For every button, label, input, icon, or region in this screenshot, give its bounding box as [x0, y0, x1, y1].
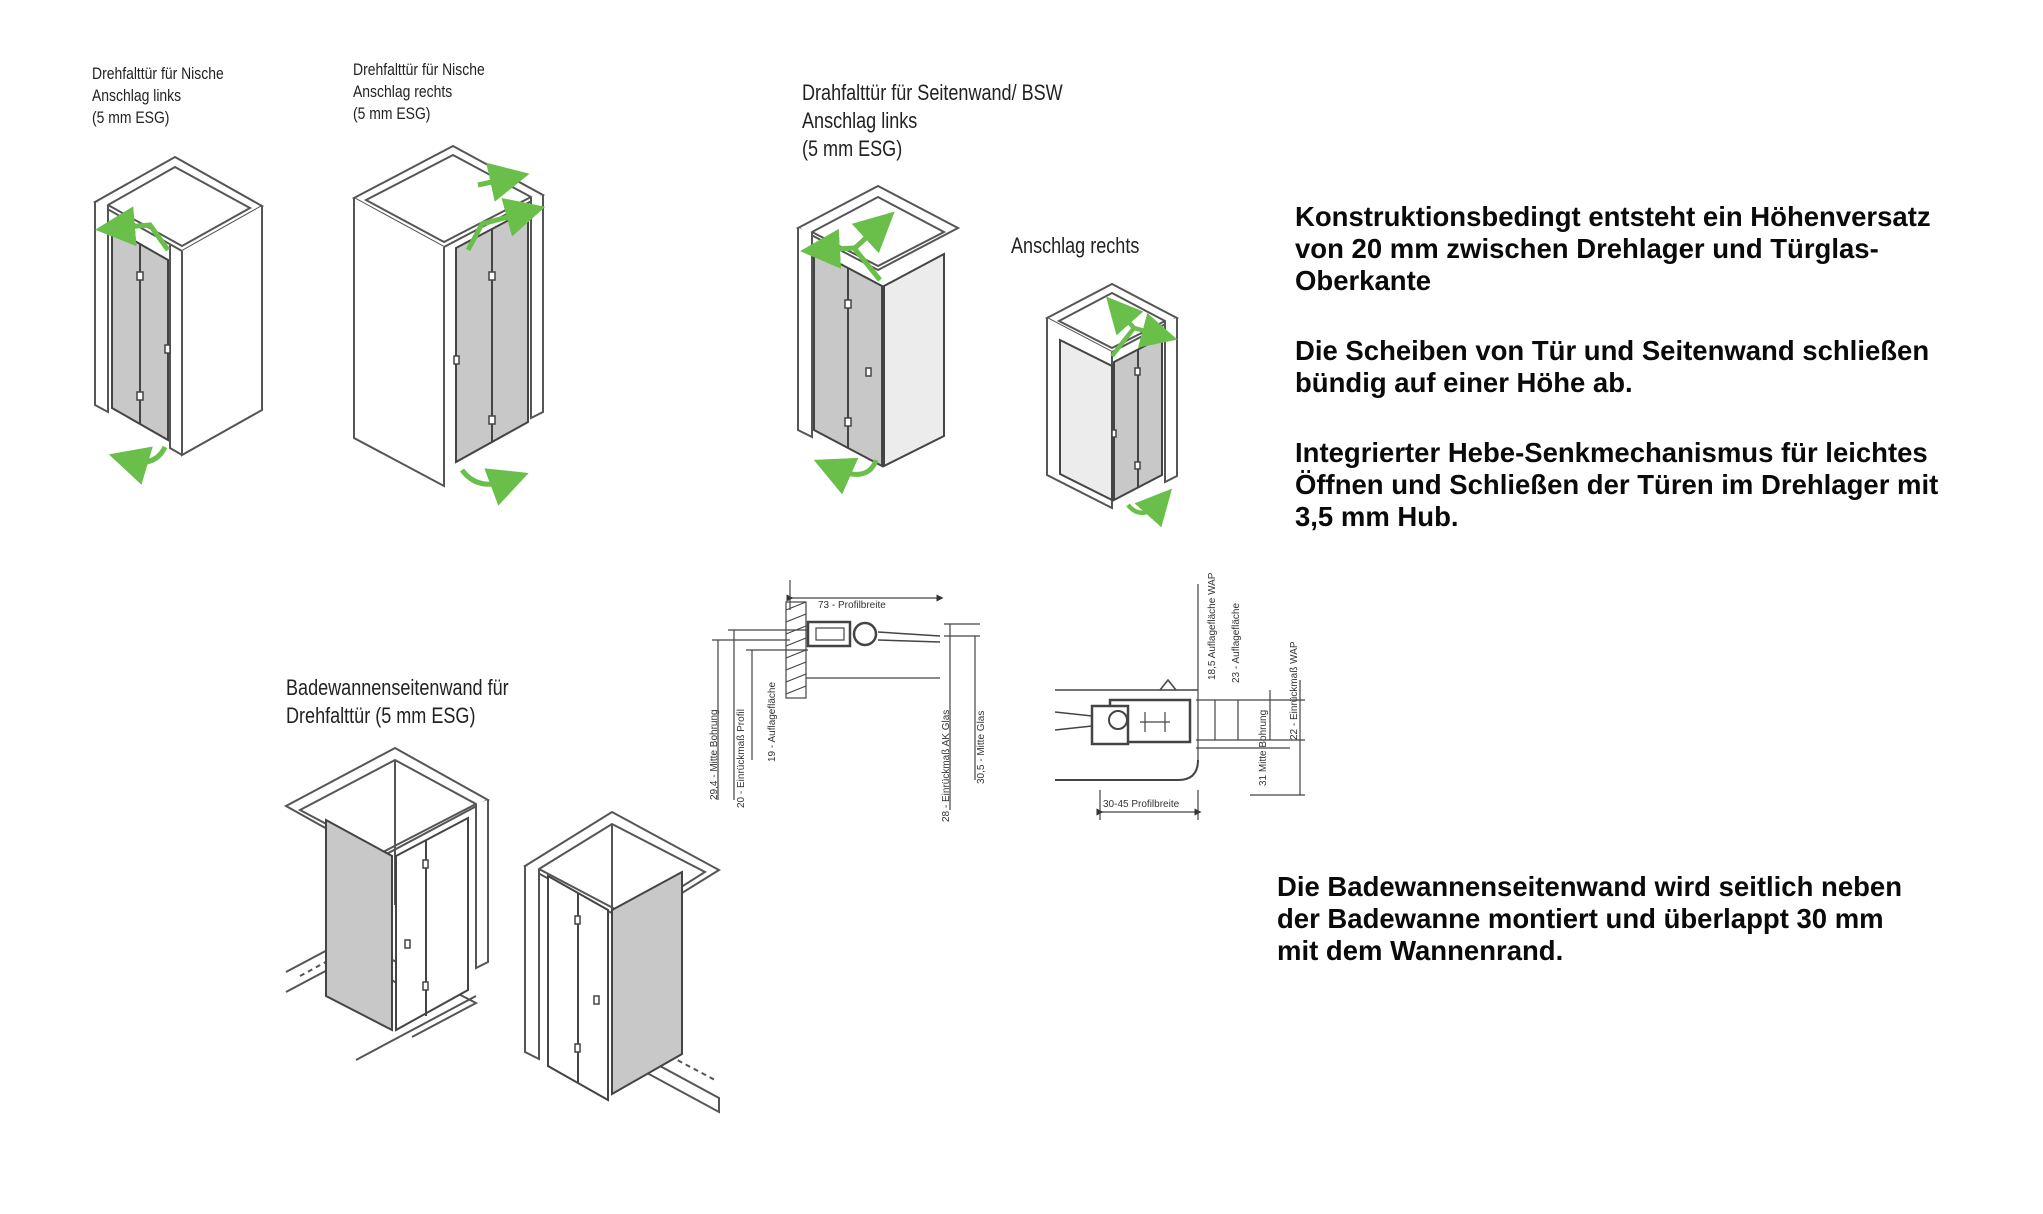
note-line: Oberkante	[1295, 265, 1432, 296]
caption-line: Anschlag links	[802, 108, 918, 133]
caption-badewanne: Badewannenseitenwand für Drehfalttür (5 …	[286, 674, 509, 730]
profile-detail-left	[712, 580, 980, 810]
dim-label: 23 - Auflagefläche	[1231, 603, 1242, 683]
note-line: mit dem Wannenrand.	[1277, 935, 1564, 966]
caption-line: (5 mm ESG)	[92, 108, 170, 127]
caption-nische-links: Drehfalttür für Nische Anschlag links (5…	[92, 63, 224, 129]
profile-left-labels: 73 - Profilbreite 29,4 - Mitte Bohrung 2…	[709, 600, 987, 822]
caption-nische-rechts: Drehfalttür für Nische Anschlag rechts (…	[353, 59, 485, 125]
note-mechanismus: Integrierter Hebe-Senkmechanismus für le…	[1295, 437, 1938, 533]
caption-line: Drehfalttür für Nische	[353, 60, 485, 79]
diagram-seitenwand-rechts	[1044, 282, 1180, 510]
profile-right-labels: 30-45 Profilbreite 18,5 Auflagefläche WA…	[1103, 572, 1300, 810]
dim-label: 20 - Einrückmaß Profil	[736, 709, 747, 808]
note-line: von 20 mm zwischen Drehlager und Türglas…	[1295, 233, 1879, 264]
note-line: der Badewanne montiert und überlappt 30 …	[1277, 903, 1884, 934]
note-line: bündig auf einer Höhe ab.	[1295, 367, 1633, 398]
dim-label: 19 - Auflagefläche	[767, 682, 778, 762]
note-line: Die Scheiben von Tür und Seitenwand schl…	[1295, 335, 1930, 366]
dim-label: 22 - Einrückmaß WAP	[1289, 641, 1300, 740]
diagram-badewanne-left	[283, 746, 491, 1061]
note-scheiben: Die Scheiben von Tür und Seitenwand schl…	[1295, 335, 1938, 399]
note-line: Integrierter Hebe-Senkmechanismus für le…	[1295, 437, 1928, 468]
caption-line: Badewannenseitenwand für	[286, 675, 509, 700]
caption-line: Anschlag rechts	[353, 82, 453, 101]
caption-line: (5 mm ESG)	[353, 104, 431, 123]
arrow-icon	[1106, 296, 1178, 528]
diagram-nische-links	[92, 155, 265, 457]
caption-line: Drahfalttür für Seitenwand/ BSW	[802, 80, 1063, 105]
note-hoehenversatz: Konstruktionsbedingt entsteht ein Höhenv…	[1295, 201, 1938, 297]
caption-seitenwand-rechts: Anschlag rechts	[1011, 232, 1139, 260]
caption-line: Anschlag links	[92, 86, 182, 105]
caption-seitenwand-links: Drahfalttür für Seitenwand/ BSW Anschlag…	[802, 79, 1063, 163]
dim-label: 28 - Einrückmaß AK Glas	[941, 710, 952, 822]
dim-label: 31 Mitte Bohrung	[1258, 710, 1269, 786]
profile-detail-right	[1054, 584, 1305, 820]
caption-line: Anschlag rechts	[1011, 233, 1140, 258]
dim-label: 73 - Profilbreite	[818, 600, 886, 611]
diagram-nische-rechts	[351, 144, 546, 488]
caption-line: Drehfalttür für Nische	[92, 64, 224, 83]
note-line: Konstruktionsbedingt entsteht ein Höhenv…	[1295, 201, 1931, 232]
note-line: 3,5 mm Hub.	[1295, 501, 1459, 532]
arrow-icon	[800, 211, 895, 495]
arrow-icon	[95, 206, 171, 485]
note-line: Öffnen und Schließen der Türen im Drehla…	[1295, 469, 1939, 500]
note-line: Die Badewannenseitenwand wird seitlich n…	[1277, 871, 1903, 902]
dim-label: 30-45 Profilbreite	[1103, 799, 1180, 810]
dim-label: 29,4 - Mitte Bohrung	[709, 709, 720, 800]
dim-label: 18,5 Auflagefläche WAP	[1207, 572, 1218, 680]
caption-line: (5 mm ESG)	[802, 136, 903, 161]
diagram-badewanne-right	[523, 810, 721, 1114]
caption-line: Drehfalttür (5 mm ESG)	[286, 703, 476, 728]
notes-block-top: Konstruktionsbedingt entsteht ein Höhenv…	[1295, 201, 1938, 571]
note-badewanne: Die Badewannenseitenwand wird seitlich n…	[1277, 871, 1902, 967]
arrow-icon	[459, 162, 546, 506]
dim-label: 30,5 - Mitte Glas	[976, 711, 987, 784]
